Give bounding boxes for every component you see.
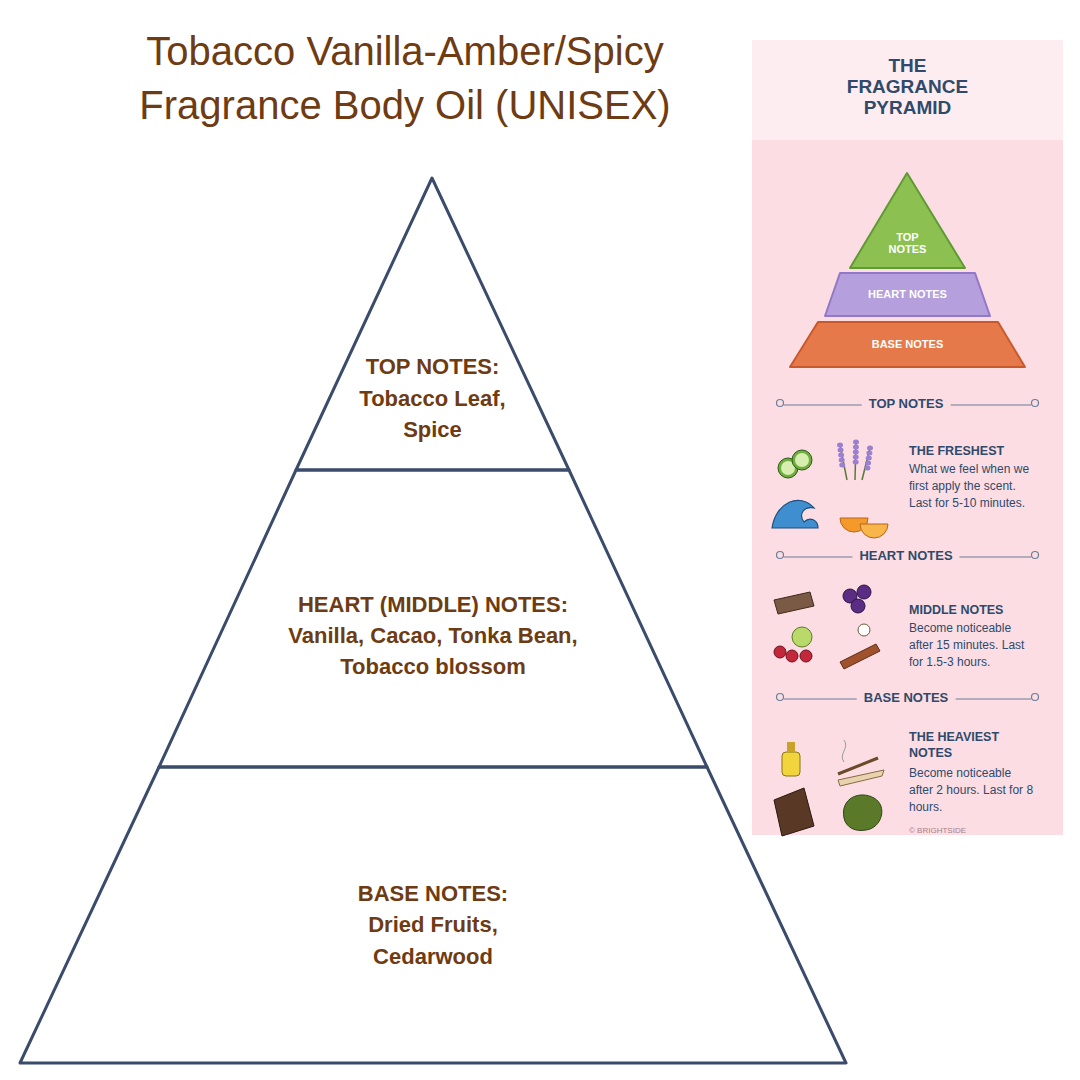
- section-heading: BASE NOTES: [857, 690, 956, 707]
- mini-base-layer: BASE NOTES: [790, 322, 1025, 367]
- node-heading: TOP NOTES:: [366, 351, 500, 382]
- panel-illustration: [752, 40, 1063, 835]
- orange-icon: [840, 518, 888, 538]
- node-heading: TOP NOTES: [885, 231, 931, 256]
- node-body: Vanilla, Cacao, Tonka Bean, Tobacco blos…: [253, 620, 613, 682]
- bark-icon: [774, 788, 814, 836]
- moss-icon: [843, 795, 881, 831]
- section-heading: HEART NOTES: [852, 548, 959, 565]
- violet-icon: [843, 585, 871, 613]
- panel-header: [752, 40, 1063, 140]
- pyramid-top-band: TOP NOTES:Tobacco Leaf, Spice: [296, 178, 569, 470]
- cucumber-icon: [778, 450, 812, 478]
- wave-icon: [772, 500, 818, 528]
- node-heading: BASE NOTES: [872, 338, 944, 351]
- layer-shape: [825, 273, 990, 316]
- node-heading: BASE NOTES:: [358, 878, 508, 909]
- pyramid-heart-band: HEART (MIDDLE) NOTES:Vanilla, Cacao, Ton…: [159, 470, 707, 767]
- note-heading: THE FRESHEST: [909, 443, 1039, 459]
- pyramid-base-band: BASE NOTES:Dried Fruits, Cedarwood: [20, 767, 846, 1063]
- note-description: What we feel when we first apply the sce…: [909, 461, 1035, 512]
- mini-top-layer: TOP NOTES: [850, 173, 965, 268]
- layer-shape: [850, 173, 965, 268]
- layer-outline: [159, 470, 707, 767]
- watermark: © BRIGHTSIDE: [909, 822, 1029, 839]
- layer-shape: [790, 322, 1025, 367]
- section-heading: TOP NOTES: [862, 396, 951, 413]
- bark-icon: [774, 592, 814, 614]
- node-body: Dried Fruits, Cedarwood: [343, 909, 523, 971]
- layer-shape: [296, 178, 569, 470]
- layer-shape: [159, 470, 707, 767]
- fruit-icon: [774, 627, 812, 662]
- infographic-panel: THE FRAGRANCE PYRAMID TOP NOTES HEART NOTE…: [752, 40, 1063, 835]
- cinnamon-icon: [840, 624, 880, 669]
- note-heading: THE HEAVIEST NOTES: [909, 729, 1004, 762]
- note-heading: MIDDLE NOTES: [909, 602, 1039, 618]
- layer-shape: [20, 767, 846, 1063]
- note-description: Become noticeable after 15 minutes. Last…: [909, 620, 1035, 671]
- oil-bottle-icon: [782, 742, 800, 776]
- incense-icon: [838, 740, 884, 786]
- lavender-icon: [837, 440, 873, 481]
- node-heading: HEART NOTES: [868, 288, 947, 301]
- node-body: Tobacco Leaf, Spice: [343, 383, 523, 445]
- note-description: Become noticeable after 2 hours. Last fo…: [909, 765, 1035, 816]
- mini-heart-layer: HEART NOTES: [825, 273, 990, 316]
- title: Tobacco Vanilla-Amber/Spicy Fragrance Bo…: [95, 24, 715, 132]
- node-heading: HEART (MIDDLE) NOTES:: [298, 589, 568, 620]
- node-heading: THE FRAGRANCE PYRAMID: [840, 56, 975, 119]
